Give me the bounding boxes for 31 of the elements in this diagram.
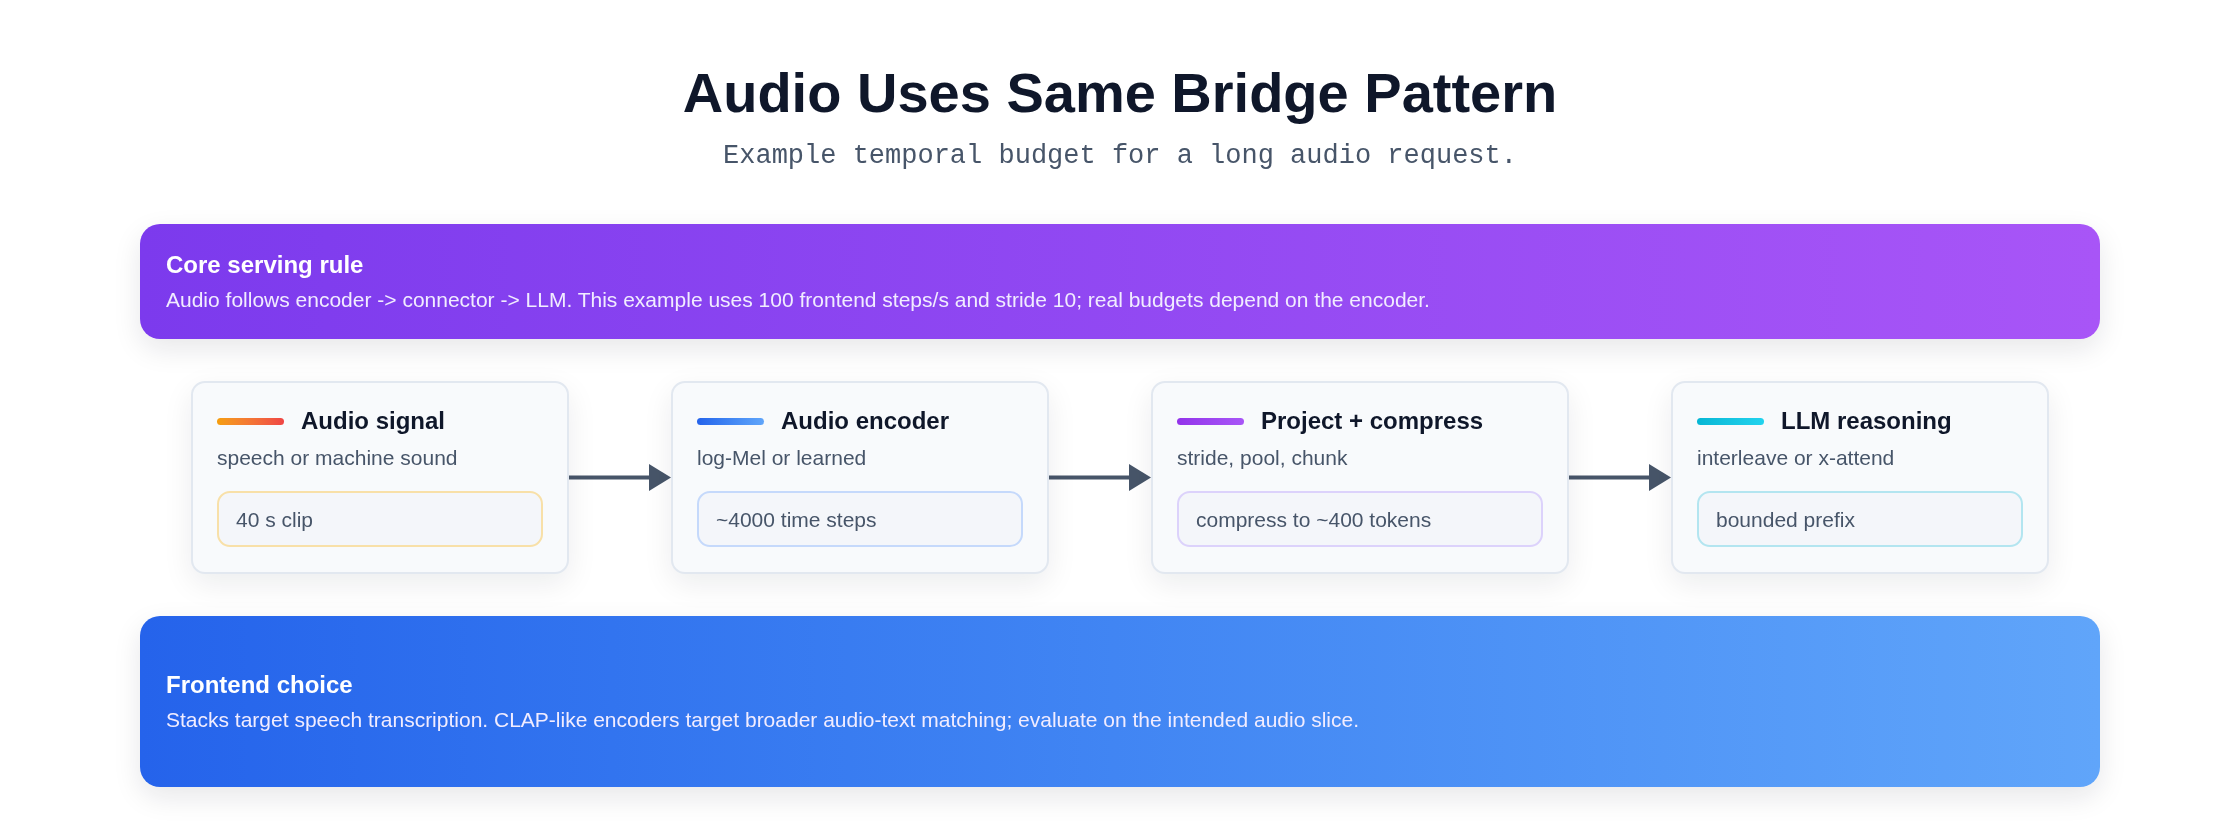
value-chip	[1697, 491, 2023, 547]
stage-card	[1671, 381, 2049, 574]
chip-text: compress to ~400 tokens	[1196, 506, 1432, 533]
value-chip	[1177, 491, 1543, 547]
diagram-title: Audio Uses Same Bridge Pattern	[682, 60, 1558, 126]
value-chip	[217, 491, 543, 547]
chip-text: bounded prefix	[1716, 506, 1855, 533]
stage-subtitle: speech or machine sound	[217, 445, 459, 471]
chip-text: 40 s clip	[236, 506, 314, 533]
banner-heading: Frontend choice	[166, 670, 354, 699]
info-banner	[140, 616, 2100, 787]
stage-title: LLM reasoning	[1781, 406, 1952, 436]
chip-text: ~4000 time steps	[716, 506, 877, 533]
stage-subtitle: interleave or x-attend	[1697, 445, 1896, 471]
stage-subtitle: stride, pool, chunk	[1177, 445, 1349, 471]
stage-card	[1151, 381, 1569, 574]
stage-title: Project + compress	[1261, 406, 1484, 436]
banner-text: Audio follows encoder -> connector -> LLM. This example uses 100 frontend steps/s and stride 10; real budgets depend on the encoder.	[166, 287, 1431, 313]
stage-subtitle: log-Mel or learned	[697, 445, 868, 471]
arrow	[569, 464, 671, 491]
banner-heading: Core serving rule	[166, 250, 365, 279]
banner-text: Stacks target speech transcription. CLAP-like encoders target broader audio-text matching; evaluate on the intended audio slice.	[166, 707, 1361, 733]
arrow	[1049, 464, 1151, 491]
stage-title: Audio encoder	[781, 406, 949, 436]
info-banner	[140, 224, 2100, 339]
stage-card	[191, 381, 569, 574]
arrow	[1569, 464, 1671, 491]
value-chip	[697, 491, 1023, 547]
stage-card	[671, 381, 1049, 574]
stage-title: Audio signal	[301, 406, 445, 436]
diagram-subtitle: Example temporal budget for a long audio request.	[723, 140, 1517, 172]
